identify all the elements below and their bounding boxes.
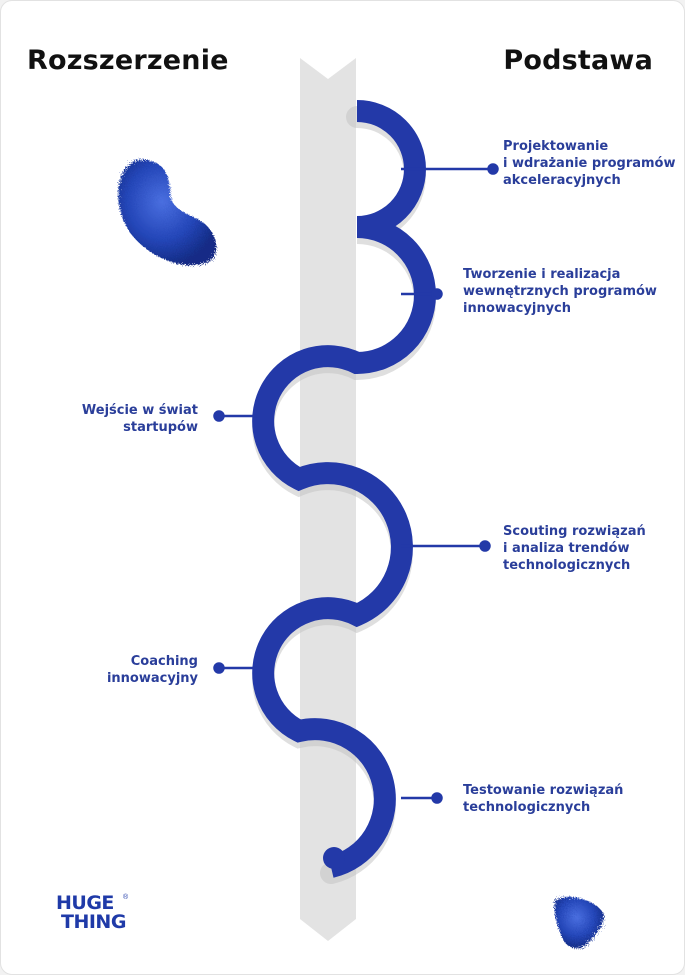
connector-dot-2 bbox=[431, 288, 443, 300]
item-label-2: Tworzenie i realizacja wewnętrznych prog… bbox=[463, 266, 657, 317]
flow-curve-end bbox=[323, 847, 345, 869]
fluffy-triangle-icon bbox=[554, 896, 604, 949]
huge-thing-logo: HUGE THING ® bbox=[56, 894, 136, 944]
connector-dot-1 bbox=[487, 163, 499, 175]
item-label-1-line-2: i wdrażanie programów bbox=[503, 156, 676, 171]
logo-line-2: THING bbox=[61, 911, 126, 933]
fluffy-heart-icon bbox=[118, 159, 217, 266]
item-label-1: Projektowanie i wdrażanie programów akce… bbox=[503, 138, 676, 189]
item-label-5-line-1: Coaching bbox=[130, 654, 198, 669]
item-label-5: Coaching innowacyjny bbox=[107, 653, 198, 687]
item-label-6-line-2: technologicznych bbox=[463, 800, 591, 815]
flow-curve bbox=[252, 100, 436, 878]
heading-extension: Rozszerzenie bbox=[27, 45, 229, 76]
item-label-2-line-1: Tworzenie i realizacja bbox=[463, 267, 621, 282]
connector-dot-5 bbox=[213, 662, 225, 674]
connectors bbox=[213, 163, 499, 804]
item-label-4: Scouting rozwiązań i analiza trendów tec… bbox=[503, 523, 646, 574]
item-label-4-line-3: technologicznych bbox=[503, 558, 631, 573]
item-label-1-line-3: akceleracyjnych bbox=[503, 173, 621, 188]
item-label-3-line-1: Wejście w świat bbox=[81, 403, 198, 418]
connector-dot-4 bbox=[479, 540, 491, 552]
item-label-6: Testowanie rozwiązań technologicznych bbox=[463, 782, 623, 816]
item-label-5-line-2: innowacyjny bbox=[106, 671, 198, 686]
item-label-1-line-1: Projektowanie bbox=[503, 139, 609, 154]
item-label-4-line-1: Scouting rozwiązań bbox=[503, 524, 646, 539]
logo-registered-mark: ® bbox=[123, 894, 129, 901]
connector-dot-3 bbox=[213, 410, 225, 422]
item-label-3-line-2: startupów bbox=[123, 420, 198, 435]
item-label-2-line-2: wewnętrznych programów bbox=[463, 284, 657, 299]
item-label-4-line-2: i analiza trendów bbox=[503, 541, 630, 556]
item-label-2-line-3: innowacyjnych bbox=[463, 301, 572, 316]
item-label-6-line-1: Testowanie rozwiązań bbox=[463, 783, 624, 798]
timeline-column bbox=[300, 58, 356, 941]
connector-dot-6 bbox=[431, 792, 443, 804]
heading-foundation: Podstawa bbox=[503, 45, 653, 76]
item-label-3: Wejście w świat startupów bbox=[82, 402, 198, 436]
logo-line-1: HUGE bbox=[56, 892, 114, 914]
